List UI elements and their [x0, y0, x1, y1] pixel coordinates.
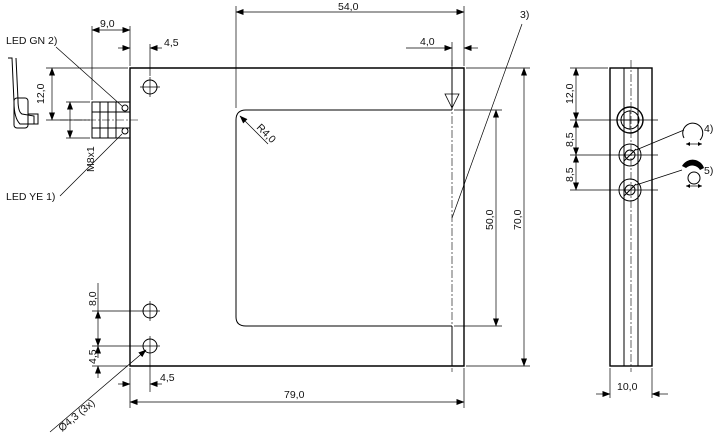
dim-54-0: 54,0 — [338, 1, 359, 13]
dim-12-0-left: 12,0 — [35, 83, 47, 104]
mounting-hole-bottom — [140, 336, 160, 356]
dim-12-0-right: 12,0 — [564, 83, 576, 104]
note-3-label: 3) — [520, 9, 529, 21]
dim-10-0: 10,0 — [617, 381, 638, 393]
dim-50-0: 50,0 — [484, 209, 496, 230]
side-view-body — [604, 60, 658, 372]
m8-connector — [60, 101, 140, 139]
mounting-hole-top — [140, 77, 160, 97]
note-4-label: 4) — [704, 123, 713, 135]
cable-plug — [8, 57, 39, 129]
potentiometer-lower — [618, 178, 642, 202]
fork-body-outline — [129, 67, 465, 367]
dim-8-5-b: 8,5 — [564, 167, 576, 182]
potentiometer-upper — [618, 143, 642, 167]
dim-9-0: 9,0 — [100, 18, 115, 30]
led-ye-label: LED YE 1) — [6, 191, 55, 203]
note-5-label: 5) — [704, 165, 713, 177]
dim-4-5-bottom: 4,5 — [160, 372, 175, 384]
dim-4-0: 4,0 — [420, 36, 435, 48]
rotation-symbol-5 — [635, 159, 704, 188]
led-gn-label: LED GN 2) — [6, 35, 57, 47]
dim-8-0: 8,0 — [87, 291, 99, 306]
dim-79-0: 79,0 — [284, 389, 305, 401]
dim-8-5-a: 8,5 — [564, 132, 576, 147]
side-led-window — [616, 106, 644, 134]
dim-70-0: 70,0 — [512, 209, 524, 230]
rotation-symbol-4 — [635, 122, 704, 151]
dim-m8x1: M8x1 — [85, 146, 97, 172]
dim-4-5-top: 4,5 — [164, 37, 179, 49]
mounting-hole-middle — [140, 301, 160, 321]
dim-4-5-left: 4,5 — [87, 349, 99, 364]
dim-hole-diameter: Ø4,3 (3x) — [56, 397, 97, 434]
